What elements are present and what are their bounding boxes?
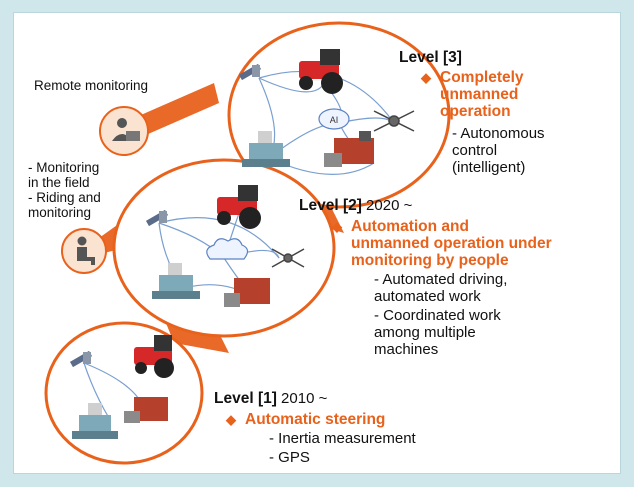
level-3-item: - Autonomous control (intelligent) bbox=[452, 125, 545, 176]
level-1-item-2: - GPS bbox=[269, 449, 310, 466]
level-2-title: Automation and unmanned operation under … bbox=[351, 218, 552, 269]
satellite-icon-1 bbox=[69, 350, 93, 368]
level-1-year: 2010 ~ bbox=[276, 390, 328, 407]
level-2-year: 2020 ~ bbox=[361, 197, 413, 214]
combine-harvester-icon-3 bbox=[324, 131, 374, 167]
level-2-item-1: - Automated driving, automated work bbox=[374, 271, 508, 305]
diagram-artwork: AI bbox=[44, 21, 451, 465]
drone-icon-2 bbox=[271, 248, 305, 268]
diamond-bullet-icon: ◆ bbox=[226, 412, 236, 427]
tractor-icon-3 bbox=[299, 49, 343, 94]
satellite-icon-3 bbox=[238, 63, 262, 81]
diamond-bullet-icon: ◆ bbox=[421, 70, 431, 85]
level-2-title-wrap: ◆ bbox=[332, 218, 345, 235]
diagram-frame: AI bbox=[13, 12, 621, 474]
operator-at-computer-icon bbox=[99, 106, 149, 156]
ai-oval bbox=[318, 108, 350, 130]
level-1-ellipse bbox=[44, 321, 204, 465]
cloud-icon bbox=[206, 238, 249, 260]
combine-harvester-icon-2 bbox=[224, 278, 270, 307]
riding-monitoring-label: - Riding and monitoring bbox=[28, 190, 101, 220]
combine-harvester-icon-1 bbox=[124, 397, 168, 423]
remote-arrow bbox=[134, 83, 219, 138]
level-1-label: Level [1] bbox=[214, 390, 277, 407]
level-2-item-2: - Coordinated work among multiple machin… bbox=[374, 307, 501, 358]
rice-transplanter-icon-3 bbox=[242, 131, 290, 167]
level-2-label: Level [2] bbox=[299, 197, 362, 214]
diamond-bullet-icon: ◆ bbox=[332, 219, 342, 234]
level-1-title-wrap: ◆ bbox=[226, 411, 239, 428]
rice-transplanter-icon-2 bbox=[152, 263, 200, 299]
level-1-item-1: - Inertia measurement bbox=[269, 430, 416, 447]
field-monitoring-label: - Monitoring in the field bbox=[28, 160, 100, 190]
satellite-icon-2 bbox=[145, 209, 169, 227]
level-1-title: Automatic steering bbox=[245, 411, 386, 428]
remote-monitoring-label: Remote monitoring bbox=[34, 78, 149, 93]
ai-label: AI bbox=[330, 115, 339, 125]
rice-transplanter-icon-1 bbox=[72, 403, 118, 439]
level-3-heading: Level [3] bbox=[399, 49, 462, 66]
tractor-icon-2 bbox=[217, 185, 261, 229]
level-1-heading: Level [1] 2010 ~ bbox=[214, 390, 327, 407]
level-3-title: Completely unmanned operation bbox=[440, 69, 524, 120]
drone-icon-3 bbox=[373, 110, 415, 132]
level-2-heading: Level [2] 2020 ~ bbox=[299, 197, 412, 214]
level-3-title-wrap: ◆ bbox=[421, 69, 434, 86]
tractor-icon-1 bbox=[134, 335, 174, 378]
level-3-label: Level [3] bbox=[399, 49, 462, 66]
seated-person-icon bbox=[61, 228, 107, 274]
